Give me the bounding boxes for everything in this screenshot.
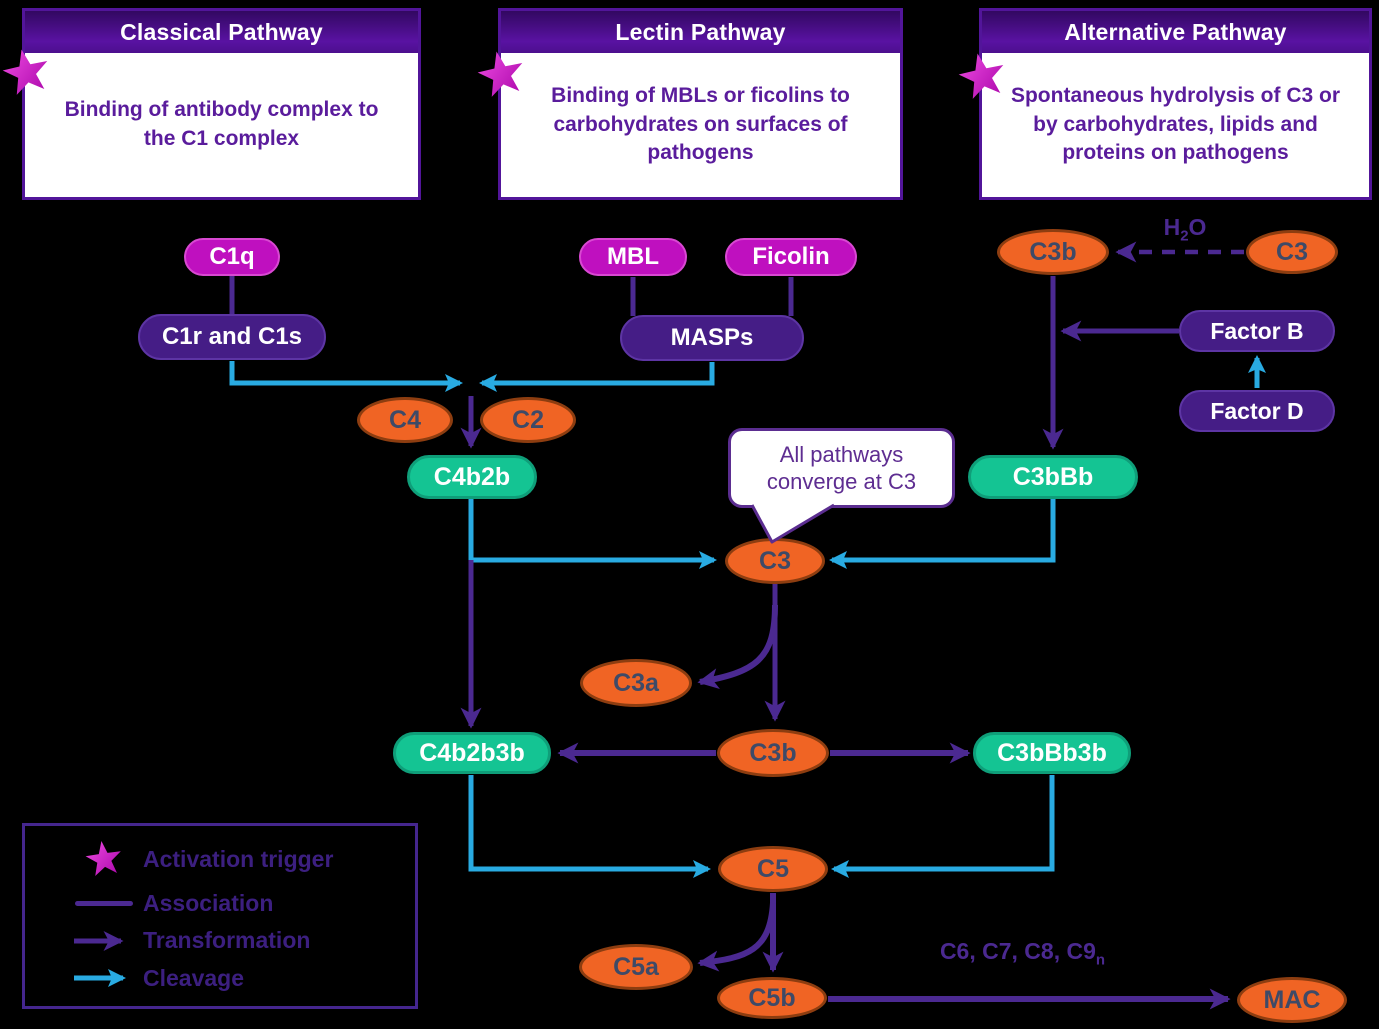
callout-all-pathways-converge: All pathways converge at C3 [728,428,955,508]
legend-label-association: Association [143,889,274,916]
label-h2o: H2O [1140,214,1230,245]
activation-star-icon [958,53,1004,99]
node-c1r-and-c1s: C1r and C1s [138,314,326,360]
classical-pathway-title: Classical Pathway [120,18,323,45]
node-c1q: C1q [184,238,280,276]
label-mac-components: C6, C7, C8, C9n [900,938,1145,969]
node-c3bbb3b: C3bBb3b [973,732,1131,774]
h2o-pre: H [1163,214,1181,240]
legend-label-cleavage: Cleavage [143,964,245,991]
classical-pathway-description: Binding of antibody complex to the C1 co… [64,98,379,150]
node-c5b: C5b [717,977,827,1019]
node-c3b-mid: C3b [717,729,829,777]
mac-components-text: C6, C7, C8, C9 [939,938,1096,964]
node-c3bbb: C3bBb [968,455,1138,499]
node-masps: MASPs [620,315,804,361]
legend-row-transformation: Transformation [25,927,415,954]
lectin-pathway-title: Lectin Pathway [615,18,786,45]
alternative-pathway-title: Alternative Pathway [1064,18,1287,45]
h2o-sub: 2 [1180,227,1189,245]
alternative-pathway-description: Spontaneous hydrolysis of C3 or by carbo… [1010,83,1341,165]
legend-row-activation: Activation trigger [25,840,415,879]
cleavage-arrow-icon [65,967,143,989]
legend-row-association: Association [25,890,415,917]
mac-components-sub: n [1095,951,1106,969]
callout-tail [750,503,835,544]
activation-star-icon [477,51,523,97]
node-mac: MAC [1237,977,1347,1023]
legend: Activation trigger Association Transform… [22,823,418,1009]
classical-pathway-box: Classical Pathway Binding of antibody co… [22,8,421,200]
node-c5a: C5a [579,944,693,990]
node-c4b2b3b: C4b2b3b [393,732,551,774]
alternative-pathway-box: Alternative Pathway Spontaneous hydrolys… [979,8,1372,200]
legend-label-transformation: Transformation [143,927,311,954]
node-factor-b: Factor B [1179,310,1335,352]
lectin-pathway-box: Lectin Pathway Binding of MBLs or ficoli… [498,8,903,200]
lectin-pathway-header: Lectin Pathway [501,11,900,53]
node-mbl: MBL [579,238,687,276]
node-c2: C2 [480,397,576,443]
legend-row-cleavage: Cleavage [25,965,415,992]
node-c5: C5 [718,846,828,892]
h2o-post: O [1188,214,1207,240]
classical-pathway-header: Classical Pathway [25,11,418,53]
activation-star-icon [2,49,48,95]
transformation-c5-to-c5a-curve [697,902,776,972]
transformation-c3-to-c3a-curve [697,604,778,690]
transformation-arrow-icon [65,930,143,952]
alternative-pathway-header: Alternative Pathway [982,11,1369,53]
node-factor-d: Factor D [1179,390,1335,432]
cleavage-c3bbb3b-to-c5 [831,775,1055,878]
lectin-pathway-description: Binding of MBLs or ficolins to carbohydr… [551,83,850,165]
node-c4b2b: C4b2b [407,455,537,499]
legend-label-activation: Activation trigger [143,846,334,873]
node-ficolin: Ficolin [725,238,857,276]
node-c4: C4 [357,397,453,443]
activation-star-icon [65,840,143,879]
cleavage-c3bbb-to-c3 [829,499,1056,569]
association-line-icon [65,900,143,906]
node-c3a: C3a [580,659,692,707]
node-c3-top: C3 [1246,230,1338,274]
cleavage-masps-to-junction [479,362,715,392]
node-c3b-top: C3b [997,229,1109,275]
cleavage-c1r-to-junction [229,361,463,392]
cleavage-c4b2b3b-to-c5 [468,775,711,878]
